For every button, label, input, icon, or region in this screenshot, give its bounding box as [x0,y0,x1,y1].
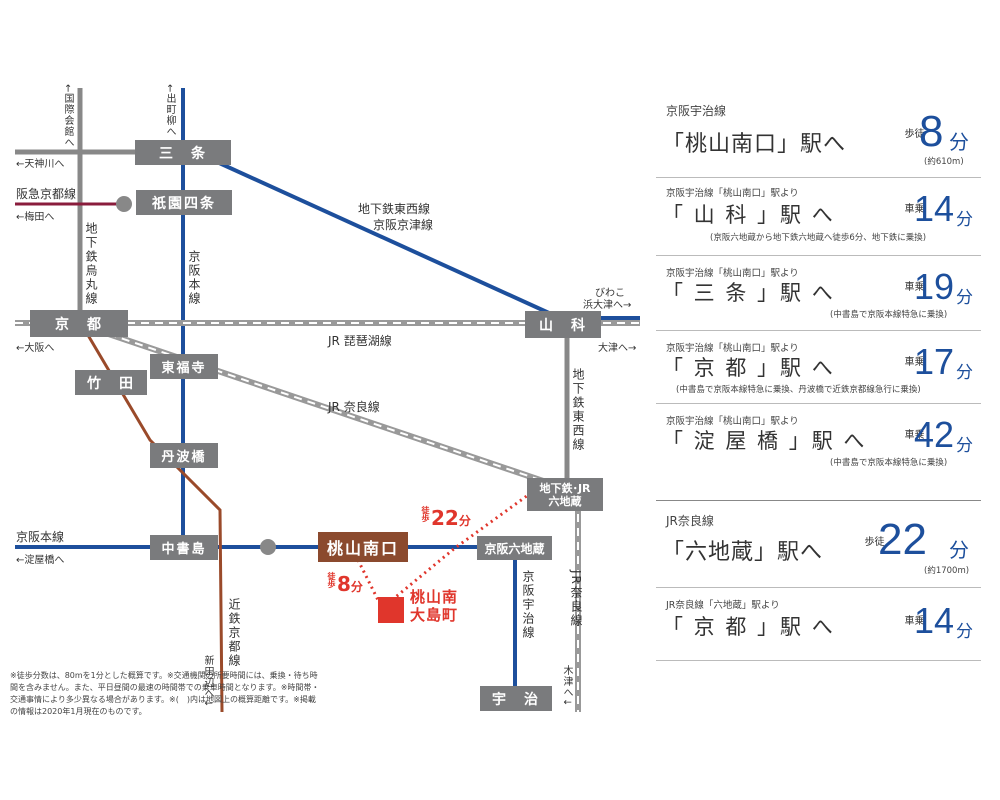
label-keihan-honsen-h: 京阪本線 [16,530,65,544]
separator [656,177,981,178]
entry-mode: 徒歩 [902,128,923,138]
label-hankyu: 阪急京都線 [16,187,77,201]
destination-line2: 大島町 [410,606,459,624]
station-rokujizo: 地下鉄･JR 六地蔵 [527,478,603,511]
direction-umeda: ←梅田へ [16,212,55,223]
label-keihan-uji: 京阪宇治線 [521,570,535,640]
entry-station: 「六地蔵」駅へ [662,540,824,565]
entry-from: 京阪宇治線 [666,104,727,118]
station-momoyama-minamiguchi: 桃山南口 [318,532,408,562]
label-subway-tozai-v: 地下鉄東西線 [571,368,585,452]
walk-22min-label: 徒歩22分 [420,506,471,530]
direction-demachi: ←出町柳へ [164,84,175,138]
entry-station: 「 淀 屋 橋 」駅 へ [662,429,867,453]
walk-8min-num: 8 [337,572,351,596]
entry-station: 「 三 条 」駅 へ [662,281,835,305]
station-uji: 宇 治 [480,686,552,711]
footnote: ※徒歩分数は、80mを1分とした概算です。※交通機関の所要時間には、乗換・待ち時… [10,671,320,716]
station-yamashina: 山 科 [525,311,601,338]
label-jr-nara: JR 奈良線 [328,400,380,414]
entry-station: 「桃山南口」駅へ [662,132,847,157]
entry-unit: 分 [956,436,973,456]
walk-22min-mode: 徒歩 [421,506,430,522]
direction-hamaotsu: 浜大津へ→ [583,300,632,311]
entry-station: 「 京 都 」駅 へ [662,356,835,380]
entry-mode: 乗車 [902,281,923,291]
station-rokujizo-line2: 六地蔵 [548,494,582,508]
entry-unit: 分 [956,363,973,383]
walk-22min-num: 22 [431,506,459,530]
label-tozai: 地下鉄東西線 [358,202,431,216]
station-takeda: 竹 田 [75,370,147,395]
entry-unit: 分 [949,130,969,154]
entry-note: (中書島で京阪本線特急に乗換) [830,458,948,468]
entry-minutes: 17 [914,341,955,382]
station-gion-shijo: 祇園四条 [136,190,232,215]
entry-from: 京阪宇治線「桃山南口」駅より [666,416,799,427]
destination-line1: 桃山南 [410,588,459,606]
separator [656,660,981,661]
entry-station: 「 京 都 」駅 へ [662,615,835,639]
destination-label: 桃山南 大島町 [410,588,458,624]
separator [656,403,981,404]
separator [656,587,981,588]
label-kintetsu: 近鉄京都線 [227,598,241,668]
entry-minutes: 8 [919,107,944,156]
separator [656,500,981,501]
entry-from: 京阪宇治線「桃山南口」駅より [666,268,799,279]
separator [656,255,981,256]
entry-mode: 乗車 [902,356,923,366]
direction-tenjingawa: ←天神川へ [16,159,65,170]
entry-unit: 分 [949,538,969,562]
entry-note: (中書島で京阪本線特急に乗換) [830,310,948,320]
entry-mode: 乗車 [902,615,923,625]
entry-minutes: 14 [914,188,955,229]
walk-8min-unit: 分 [350,580,363,594]
station-sanjo: 三 条 [135,140,231,165]
walk-8min-mode: 徒歩 [327,572,336,588]
direction-kizu: 木津へ↓ [561,665,572,708]
station-chushojima: 中書島 [150,535,218,560]
separator [656,330,981,331]
entry-note: (約1700m) [924,566,970,576]
label-keishin: 京阪京津線 [373,218,434,232]
entry-from: JR奈良線 [666,514,714,528]
entry-from: 京阪宇治線「桃山南口」駅より [666,343,799,354]
entry-mode: 乗車 [902,203,923,213]
station-tambabashi: 丹波橋 [150,443,218,468]
direction-osaka: ←大阪へ [16,343,55,354]
entry-unit: 分 [956,210,973,230]
label-keihan-honsen-v: 京阪本線 [187,250,201,306]
label-karasuma: 地下鉄烏丸線 [84,222,98,306]
entry-note: (京阪六地蔵から地下鉄六地蔵へ徒歩6分、地下鉄に乗換) [710,233,927,243]
entry-note: (中書島で京阪本線特急に乗換、丹波橋で近鉄京都線急行に乗換) [676,385,921,395]
entry-minutes: 42 [914,414,955,455]
entry-minutes: 19 [914,266,955,307]
entry-mode: 徒歩 [862,536,883,546]
label-jr-biwako: JR 琵琶湖線 [328,334,392,348]
station-keihan-rokujizo: 京阪六地蔵 [477,536,552,560]
direction-yodoyabashi: ←淀屋橋へ [16,555,65,566]
entry-from: 京阪宇治線「桃山南口」駅より [666,188,799,199]
station-tofukuji: 東福寺 [150,354,218,379]
walk-22min-unit: 分 [458,514,471,528]
label-jr-nara-v: JR奈良線 [569,570,583,628]
entry-unit: 分 [956,288,973,308]
entry-note: (約610m) [924,157,964,167]
direction-kokusai: ←国際会館へ [62,84,73,149]
station-kyoto: 京 都 [30,310,128,337]
station-rokujizo-line1: 地下鉄･JR [539,481,591,495]
entry-from: JR奈良線「六地蔵」駅より [666,600,780,611]
direction-biwako: びわこ [595,288,625,299]
entry-minutes: 14 [914,600,955,641]
entry-minutes: 22 [878,515,927,564]
walk-8min-label: 徒歩8分 [326,572,363,596]
entry-unit: 分 [956,622,973,642]
entry-mode: 乗車 [902,429,923,439]
entry-station: 「 山 科 」駅 へ [662,203,835,227]
direction-otsu: 大津へ→ [598,343,637,354]
direction-shintanabe: 新田辺へ↓ [202,655,213,709]
